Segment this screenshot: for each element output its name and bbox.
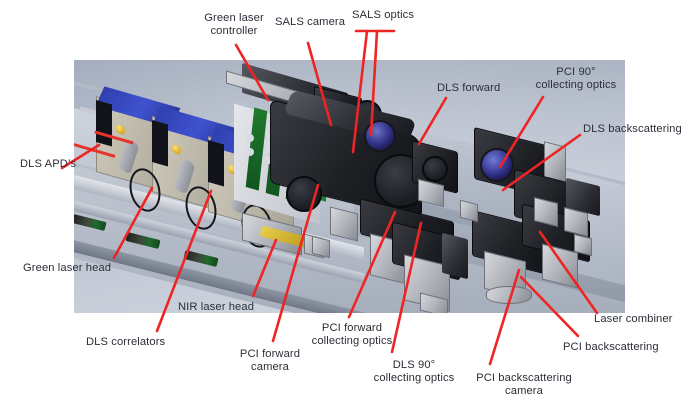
correlator-pin-a [246,134,254,142]
label-nir-laser-head: NIR laser head [178,301,255,313]
label-sals-optics: SALS optics [352,9,415,21]
label-green-laser-controller: Green laser controller [204,12,264,38]
label-sals-camera: SALS camera [274,16,346,28]
correlator-pin-b [246,148,254,156]
label-dls-90-collecting-optics: DLS 90° collecting optics [373,359,455,385]
instrument-photograph [74,60,625,313]
label-green-laser-head: Green laser head [23,262,112,274]
apd-front-face-2 [152,119,168,167]
label-pci-backscattering: PCI backscattering [563,341,659,353]
sals-optics-rear-flange [286,176,322,212]
label-pci-backscattering-camera: PCI backscattering camera [476,372,572,398]
label-dls-apds: DLS APD’s [20,158,77,170]
label-pci-forward-camera: PCI forward camera [239,348,301,374]
apd-front-face-3 [208,139,224,187]
pci-backscattering-camera-body [442,232,468,280]
apd-front-face-1 [96,99,112,147]
label-pci-forward-collecting-optics: PCI forward collecting optics [311,322,393,348]
dls-forward-camera-lens [422,156,448,182]
label-dls-forward: DLS forward [437,82,501,94]
label-pci-90-collecting-optics: PCI 90° collecting optics [535,66,617,92]
pci-backscattering-pedestal [486,286,532,304]
label-laser-combiner: Laser combiner [594,313,673,325]
label-dls-backscattering: DLS backscattering [583,123,682,135]
sals-optics-blue-element [364,120,396,152]
label-dls-correlators: DLS correlators [86,336,166,348]
pci-90-collecting-optics-lens [480,148,514,182]
